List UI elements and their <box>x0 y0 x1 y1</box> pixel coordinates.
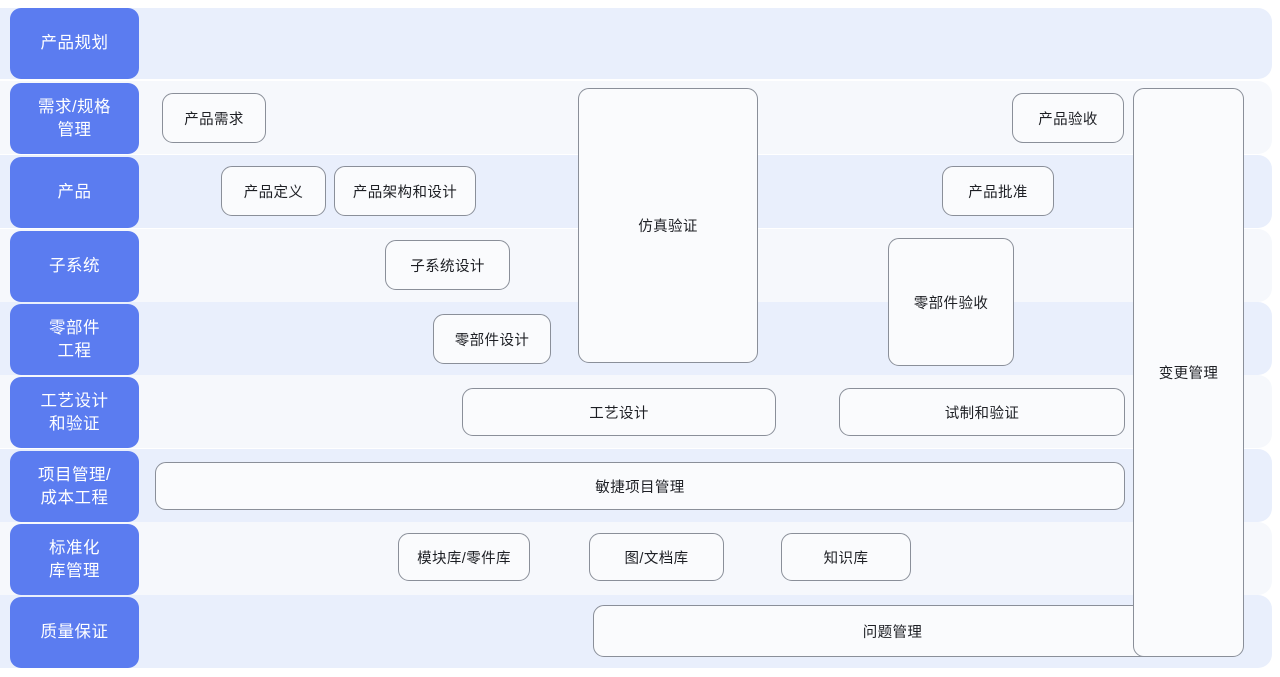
card-module-library[interactable]: 模块库/零件库 <box>398 533 530 581</box>
lane-label-6[interactable]: 工艺设计 和验证 <box>10 377 139 448</box>
card-simulation[interactable]: 仿真验证 <box>578 88 758 363</box>
card-agile-pm[interactable]: 敏捷项目管理 <box>155 462 1125 510</box>
card-product-definition[interactable]: 产品定义 <box>221 166 326 216</box>
lane-band <box>0 8 1272 79</box>
card-product-acceptance[interactable]: 产品验收 <box>1012 93 1124 143</box>
lane-label-4[interactable]: 子系统 <box>10 231 139 302</box>
lane-label-8[interactable]: 标准化 库管理 <box>10 524 139 595</box>
card-change-management[interactable]: 变更管理 <box>1133 88 1244 657</box>
lane-label-2[interactable]: 需求/规格 管理 <box>10 83 139 154</box>
card-document-library[interactable]: 图/文档库 <box>589 533 724 581</box>
card-part-acceptance[interactable]: 零部件验收 <box>888 238 1014 366</box>
card-process-design[interactable]: 工艺设计 <box>462 388 776 436</box>
lane-label-5[interactable]: 零部件 工程 <box>10 304 139 375</box>
card-knowledge-library[interactable]: 知识库 <box>781 533 911 581</box>
lane-label-1[interactable]: 产品规划 <box>10 8 139 79</box>
card-product-architecture[interactable]: 产品架构和设计 <box>334 166 476 216</box>
card-product-approval[interactable]: 产品批准 <box>942 166 1054 216</box>
lane-label-3[interactable]: 产品 <box>10 157 139 228</box>
card-part-design[interactable]: 零部件设计 <box>433 314 551 364</box>
card-subsystem-design[interactable]: 子系统设计 <box>385 240 510 290</box>
lane-label-9[interactable]: 质量保证 <box>10 597 139 668</box>
card-issue-management[interactable]: 问题管理 <box>593 605 1192 657</box>
lane-label-7[interactable]: 项目管理/ 成本工程 <box>10 451 139 522</box>
card-product-requirement[interactable]: 产品需求 <box>162 93 266 143</box>
card-trial-validation[interactable]: 试制和验证 <box>839 388 1125 436</box>
